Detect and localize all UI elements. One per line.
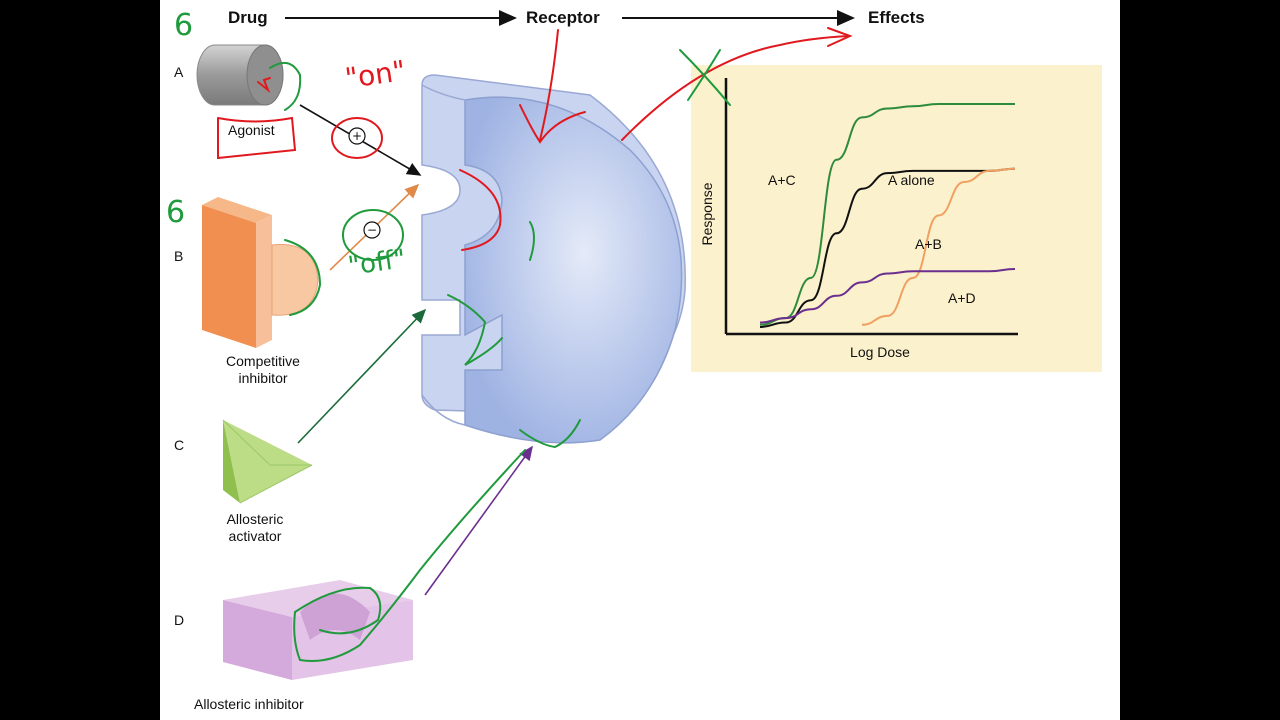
allosteric-activator-caption: Allosteric activator xyxy=(205,511,305,545)
series-label-a-d: A+D xyxy=(948,290,976,306)
competitive-inhibitor-caption-line1: Competitive xyxy=(226,353,300,369)
allosteric-inhibitor-arrow xyxy=(424,445,533,596)
row-letter-a: A xyxy=(174,64,184,80)
allosteric-inhibitor-caption: Allosteric inhibitor xyxy=(194,696,304,712)
minus-sign: − xyxy=(367,223,377,237)
plus-circle xyxy=(348,127,366,145)
y-axis-label: Response xyxy=(699,182,715,245)
receptor xyxy=(464,96,683,444)
handwritten-red-marks xyxy=(217,27,853,251)
series-line-a-d xyxy=(759,268,1016,324)
minus-circle xyxy=(363,221,381,239)
activator-binding-arrow xyxy=(297,308,427,444)
competitive-inhibitor-caption-line2: inhibitor xyxy=(238,370,288,386)
plus-sign: + xyxy=(352,129,362,143)
red-pointer-to-receptor xyxy=(539,29,559,141)
agonist-caption: Agonist xyxy=(228,122,275,138)
plus-circle-red xyxy=(331,117,383,159)
series-line-a-c xyxy=(759,102,1015,326)
x-axis-label: Log Dose xyxy=(850,344,910,360)
agonist-shape xyxy=(196,44,284,106)
row-letter-c: C xyxy=(174,437,185,453)
drug-header: Drug xyxy=(228,8,268,27)
row-letter-d: D xyxy=(174,612,185,628)
row-letter-b: B xyxy=(174,248,184,264)
competitive-inhibitor-shape xyxy=(202,197,319,348)
series-line-a-alone xyxy=(759,167,1016,328)
series-label-a-c: A+C xyxy=(768,172,796,188)
receptor-header: Receptor xyxy=(526,8,600,27)
series-label-a-b: A+B xyxy=(915,236,942,252)
allosteric-activator-shape xyxy=(222,419,313,504)
minus-circle-green xyxy=(342,209,404,261)
series-line-a-b xyxy=(861,167,1016,326)
series-label-a-alone: A alone xyxy=(888,172,935,188)
allosteric-inhibitor-shape xyxy=(223,580,413,680)
allosteric-activator-caption-line2: activator xyxy=(228,528,282,544)
competitive-inhibitor-caption: Competitive inhibitor xyxy=(208,353,318,387)
handwritten-count-a: 6 xyxy=(174,8,194,43)
effects-header: Effects xyxy=(868,8,925,27)
agonist-red-box xyxy=(217,116,297,160)
handwritten-green-marks xyxy=(269,49,731,662)
chart-panel xyxy=(691,65,1102,372)
allosteric-activator-caption-line1: Allosteric xyxy=(226,511,284,527)
handwritten-count-b: 6 xyxy=(166,195,186,230)
